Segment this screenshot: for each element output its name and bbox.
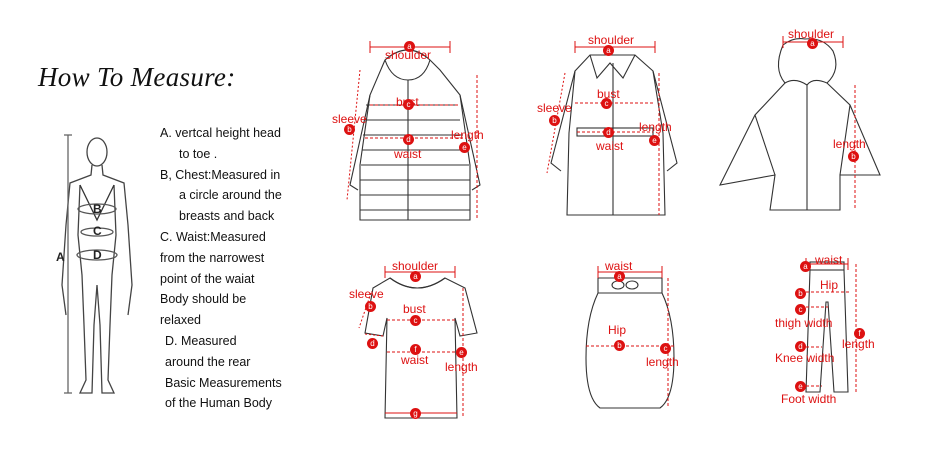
pants-hip-label: Hip bbox=[820, 278, 839, 292]
pants-dot-a: a bbox=[800, 261, 811, 272]
skirt-hip-label: Hip bbox=[608, 323, 627, 337]
pants-length-label: length bbox=[842, 337, 875, 351]
coat2-dot-c: c bbox=[601, 98, 612, 109]
instruction-line: relaxed bbox=[160, 313, 201, 328]
pants-foot-label: Foot width bbox=[781, 392, 837, 406]
instruction-line: point of the waiat bbox=[160, 271, 255, 286]
body-outline-icon bbox=[61, 134, 133, 394]
cape-coat-icon bbox=[719, 36, 881, 211]
dress-length-label: length bbox=[445, 360, 478, 374]
label-b: B bbox=[93, 202, 102, 216]
coat1-shoulder-label: shoulder bbox=[385, 48, 432, 62]
coat2-bust-label: bust bbox=[597, 87, 620, 101]
coat2-length-label: length bbox=[639, 120, 672, 134]
dress-dot-c: c bbox=[410, 315, 421, 326]
dress-shoulder-label: shoulder bbox=[392, 259, 439, 273]
coat2-dot-a: a bbox=[603, 45, 614, 56]
dress-dot-a: a bbox=[410, 271, 421, 282]
dress-dot-f: f bbox=[410, 344, 421, 355]
dress-sleeve-label: sleeve bbox=[349, 287, 384, 301]
coat2-dot-e: e bbox=[649, 135, 660, 146]
page-title: How To Measure: bbox=[38, 62, 236, 92]
instruction-line: A. vertcal height head bbox=[160, 126, 281, 140]
dress-diagram: shoulder a sleeve b bust c d f waist e l… bbox=[345, 258, 505, 428]
pants-waist-label: waist bbox=[815, 253, 843, 267]
trench-coat-icon bbox=[546, 41, 678, 216]
instruction-line: to toe . bbox=[179, 146, 218, 161]
dress-dot-g: g bbox=[410, 408, 421, 419]
coat1-diagram: a shoulder sleeve b bust c d waist lengt… bbox=[330, 35, 500, 235]
coat1-dot-e: e bbox=[459, 142, 470, 153]
skirt-length-label: length bbox=[646, 355, 679, 369]
coat1-length-label: length bbox=[451, 128, 484, 142]
skirt-icon bbox=[585, 266, 675, 409]
skirt-dot-a: a bbox=[614, 271, 625, 282]
pants-icon bbox=[805, 258, 857, 393]
instruction-line: a circle around the bbox=[179, 188, 282, 203]
instruction-line: Body should be bbox=[160, 292, 247, 307]
coat1-sleeve-label: sleeve bbox=[332, 112, 367, 126]
dress-dot-d: d bbox=[367, 338, 378, 349]
cape-shoulder-label: shoulder bbox=[788, 27, 835, 41]
pants-dot-c: c bbox=[795, 304, 806, 315]
coat2-shoulder-label: shoulder bbox=[588, 33, 635, 47]
skirt-waist-label: waist bbox=[605, 259, 633, 273]
label-a: A bbox=[56, 250, 65, 264]
coat2-diagram: shoulder a bust c sleeve b d waist lengt… bbox=[535, 33, 695, 228]
coat1-dot-a: a bbox=[404, 41, 415, 52]
instruction-line: around the rear bbox=[165, 354, 251, 369]
skirt-dot-b: b bbox=[614, 340, 625, 351]
coat2-dot-b: b bbox=[549, 115, 560, 126]
pants-dot-d: d bbox=[795, 341, 806, 352]
body-figure: A B C D bbox=[50, 125, 160, 405]
coat1-waist-label: waist bbox=[394, 147, 422, 161]
pants-dot-f: f bbox=[854, 328, 865, 339]
cape-diagram: shoulder a length b bbox=[715, 25, 890, 225]
instruction-line: Basic Measurements bbox=[165, 375, 282, 390]
pants-thigh-label: thigh width bbox=[775, 316, 833, 330]
instruction-line: D. Measured bbox=[165, 333, 237, 348]
instruction-line: B, Chest:Measured in bbox=[160, 167, 281, 182]
skirt-dot-c: c bbox=[660, 343, 671, 354]
label-d: D bbox=[93, 248, 102, 262]
dress-bust-label: bust bbox=[403, 302, 426, 316]
instruction-line: of the Human Body bbox=[165, 396, 273, 411]
cape-length-label: length bbox=[833, 137, 866, 151]
instruction-line: from the narrowest bbox=[160, 250, 265, 265]
pants-dot-e: e bbox=[795, 381, 806, 392]
pants-knee-label: Knee width bbox=[775, 351, 835, 365]
cape-dot-a: a bbox=[807, 38, 818, 49]
dress-dot-e: e bbox=[456, 347, 467, 358]
dress-dot-b: b bbox=[365, 301, 376, 312]
label-c: C bbox=[93, 224, 102, 238]
cape-dot-b: b bbox=[848, 151, 859, 162]
measurement-instructions: A. vertcal height head to toe . B, Chest:M… bbox=[160, 123, 300, 414]
coat1-dot-b: b bbox=[344, 124, 355, 135]
instruction-line: C. Waist:Measured bbox=[160, 229, 266, 244]
skirt-diagram: waist a Hip b c length bbox=[570, 258, 690, 418]
coat1-dot-c: c bbox=[403, 99, 414, 110]
dress-waist-label: waist bbox=[401, 353, 429, 367]
coat2-dot-d: d bbox=[603, 127, 614, 138]
instruction-line: breasts and back bbox=[179, 209, 275, 224]
coat2-sleeve-label: sleeve bbox=[537, 101, 572, 115]
pants-dot-b: b bbox=[795, 288, 806, 299]
pants-diagram: a waist Hip b c thigh width f length d K… bbox=[770, 252, 910, 417]
coat1-dot-d: d bbox=[403, 134, 414, 145]
coat2-waist-label: waist bbox=[596, 139, 624, 153]
dress-icon bbox=[358, 266, 478, 419]
